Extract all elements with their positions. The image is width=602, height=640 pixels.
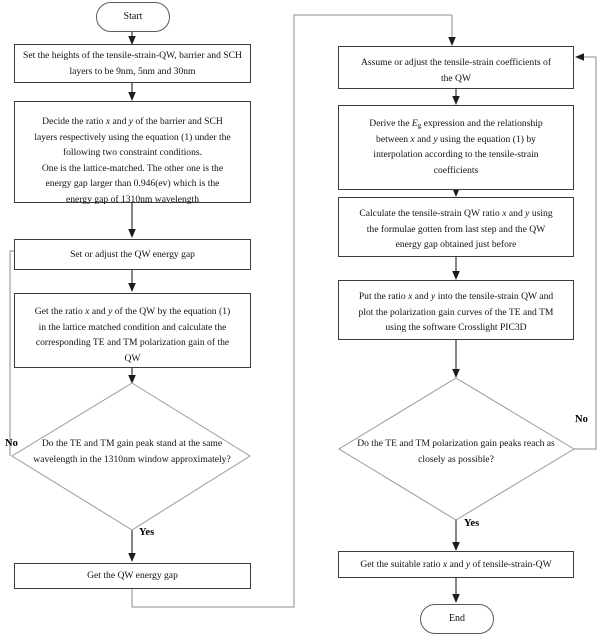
decision-reach-shape (338, 377, 575, 521)
node-calculate-ratio[interactable]: Calculate the tensile-strain QW ratio x … (338, 197, 574, 257)
node-decide-ratio[interactable]: Decide the ratio x and y of the barrier … (14, 101, 251, 205)
node-plot-gain-curves-line2: plot the polarization gain curves of the… (358, 306, 554, 318)
node-assume-coefficients[interactable]: Assume or adjust the tensile-strain coef… (338, 46, 574, 89)
node-decide-ratio-line1: Decide the ratio x and y of the barrier … (42, 116, 223, 127)
arrowhead-heights (128, 36, 136, 45)
node-derive-eg-line1: Derive the Eg expression and the relatio… (345, 116, 567, 132)
arrowhead-decision-left (128, 375, 136, 384)
arrowhead-end (452, 594, 460, 603)
node-final-ratio-label: Get the suitable ratio x and y of tensil… (360, 558, 552, 570)
node-decide-ratio-line3: following two constraint conditions. (62, 147, 203, 159)
derive-eg-subscript: g (417, 122, 422, 130)
edge-label-yes-left: Yes (139, 527, 155, 538)
arrowhead-derive (452, 96, 460, 105)
decision-peak-shape (11, 382, 251, 531)
node-get-ratio-qw-line1: Get the ratio x and y of the QW by the e… (34, 306, 231, 317)
node-final-ratio[interactable]: Get the suitable ratio x and y of tensil… (338, 551, 574, 578)
edge-label-no-left: No (5, 438, 18, 449)
node-calculate-ratio-line2: the formulae gotten from last step and t… (366, 223, 546, 235)
node-set-qw-energy-gap[interactable]: Set or adjust the QW energy gap (14, 239, 251, 270)
node-get-qw-energy-gap-label: Get the QW energy gap (87, 570, 178, 582)
node-end-label: End (448, 612, 466, 624)
node-calculate-ratio-line3: energy gap obtained just before (395, 239, 517, 251)
arrowhead-assume (448, 37, 456, 46)
node-calculate-ratio-line1: Calculate the tensile-strain QW ratio x … (359, 208, 553, 219)
arrowhead-result (128, 553, 136, 562)
node-get-ratio-qw[interactable]: Get the ratio x and y of the QW by the e… (14, 293, 251, 368)
node-set-heights[interactable]: Set the heights of the tensile-strain-QW… (14, 44, 251, 83)
node-derive-eg[interactable]: Derive the Eg expression and the relatio… (338, 105, 574, 190)
node-get-ratio-qw-line3: corresponding TE and TM polarization gai… (35, 337, 230, 349)
node-decide-ratio-line6: energy gap of 1310nm wavelength (65, 193, 200, 205)
node-derive-eg-line2: between x and y using the equation (1) b… (376, 133, 536, 145)
node-decide-ratio-line4: One is the lattice-matched. The other on… (41, 162, 224, 174)
wire-no-feedback-right (574, 56, 597, 450)
arrowhead-calculate (452, 188, 460, 197)
arrowhead-final (452, 542, 460, 551)
node-plot-gain-curves-line1: Put the ratio x and y into the tensile-s… (358, 291, 554, 302)
node-set-qw-energy-gap-label: Set or adjust the QW energy gap (70, 248, 195, 260)
node-assume-coefficients-line1: Assume or adjust the tensile-strain coef… (360, 57, 552, 68)
node-plot-gain-curves[interactable]: Put the ratio x and y into the tensile-s… (338, 280, 574, 340)
arrowhead-setgap (128, 229, 136, 238)
derive-prefix: Derive the (369, 118, 412, 129)
arrowhead-decision-right (452, 369, 460, 378)
edge-label-yes-right: Yes (464, 518, 480, 529)
node-get-qw-energy-gap[interactable]: Get the QW energy gap (14, 563, 251, 589)
arrowhead-ratio (128, 92, 136, 101)
derive-eg-symbol: E (411, 118, 418, 129)
node-decide-ratio-line2: layers respectively using the equation (… (34, 131, 231, 143)
node-end[interactable]: End (420, 604, 494, 634)
derive-suffix: expression and the relationship (421, 118, 543, 129)
node-derive-eg-line4: coefficients (433, 164, 479, 176)
edge-label-no-right: No (575, 414, 588, 425)
node-plot-gain-curves-line3: using the software Crosslight PIC3D (385, 322, 527, 334)
node-start-label: Start (123, 10, 143, 22)
arrowhead-no-feedback-right (575, 53, 584, 61)
arrowhead-getratio (128, 283, 136, 292)
node-get-ratio-qw-line2: in the lattice matched condition and cal… (38, 321, 227, 333)
node-decide-ratio-line5: energy gap larger than 0.946(ev) which i… (45, 178, 220, 190)
node-set-heights-label: Set the heights of the tensile-strain-QW… (23, 49, 242, 77)
node-derive-eg-line3: interpolation according to the tensile-s… (373, 149, 539, 161)
wire-result-to-assume (131, 14, 452, 608)
node-get-ratio-qw-line4: QW (124, 352, 141, 364)
node-assume-coefficients-line2: the QW (440, 72, 472, 84)
node-start[interactable]: Start (96, 2, 170, 32)
arrowhead-plot (452, 271, 460, 280)
